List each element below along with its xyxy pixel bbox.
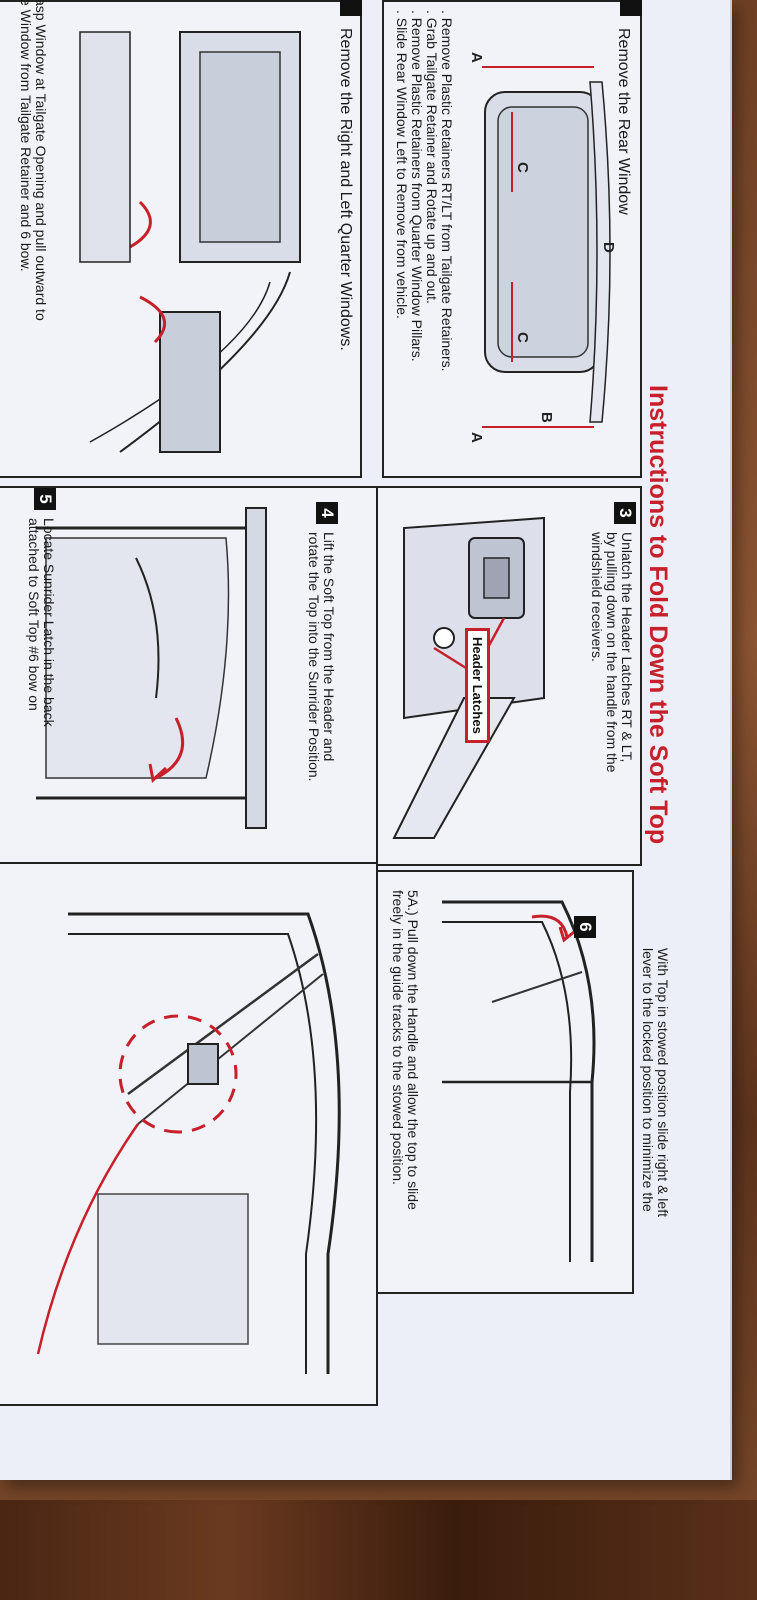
step4-line: Lift the Soft Top from the Header and (321, 532, 337, 762)
stowed-latch-diagram (36, 912, 341, 1374)
table-edge (0, 1500, 757, 1600)
header-latch-diagram (392, 516, 545, 839)
step5-number-badge: 5 (34, 488, 56, 510)
step5a-line: 5A.) Pull down the Handle and allow the … (405, 890, 421, 1210)
step3-line: by pulling down on the handle from the (604, 532, 620, 773)
step3-line: windshield receivers. (589, 532, 605, 662)
header-latches-callout: Header Latches (465, 628, 490, 743)
step1-line: . Slide Rear Window Left to Remove from … (394, 10, 410, 319)
step1-panel: Remove the Rear Window A A B C C D . Rem… (382, 0, 642, 478)
step1-line: . Grab Tailgate Retainer and Rotate up a… (424, 10, 440, 304)
rear-window-diagram: A A B C C D (468, 52, 617, 443)
step2-heading: Remove the Right and Left Quarter Window… (337, 28, 354, 351)
step2-line: asp Window at Tailgate Opening and pull … (33, 0, 49, 321)
step3-line: Unlatch the Header Latches RT & LT, (619, 532, 635, 763)
step5a-line: freely in the guide tracks to the stowed… (390, 890, 406, 1185)
diagram-letter-a-left: A (468, 52, 485, 63)
diagram-letter-d: D (600, 242, 617, 253)
step5-line: Locate Sunrider Latch in the back (41, 518, 57, 727)
rotated-page: Instructions to Fold Down the Soft Top R… (0, 0, 672, 1406)
step2-panel: Remove the Right and Left Quarter Window… (0, 0, 362, 478)
step4-number-badge: 4 (316, 502, 338, 524)
step1-line: . Remove Plastic Retainers from Quarter … (409, 10, 425, 362)
step5-line: attached to Soft Top #6 bow on (26, 518, 42, 711)
step3-panel: 3 Unlatch the Header Latches RT & LT, by… (374, 486, 642, 866)
step4-panel: 4 Lift the Soft Top from the Header and … (0, 486, 378, 866)
step2-line: e Window from Tailgate Retainer and 6 bo… (18, 0, 34, 272)
step5a-instructions: 5A.) Pull down the Handle and allow the … (390, 890, 421, 1210)
step5a-panel: 5A.) Pull down the Handle and allow the … (374, 870, 634, 1294)
step1-heading: Remove the Rear Window (615, 28, 632, 215)
step3-instructions: Unlatch the Header Latches RT & LT, by p… (589, 532, 635, 773)
step1-line: . Remove Plastic Retainers RT/LT from Ta… (439, 10, 455, 372)
step4-instructions: Lift the Soft Top from the Header and ro… (306, 532, 337, 782)
step1-instructions: . Remove Plastic Retainers RT/LT from Ta… (394, 10, 455, 372)
step6-number-badge: 6 (574, 916, 596, 938)
diagram-letter-b: B (538, 412, 555, 423)
step6-panel: 6 (0, 862, 596, 1406)
step1-number-badge (620, 0, 642, 16)
step2-instructions: asp Window at Tailgate Opening and pull … (18, 0, 49, 321)
diagram-letter-c-left: C (514, 162, 531, 173)
step3-number-badge: 3 (614, 502, 636, 524)
instruction-sheet: Instructions to Fold Down the Soft Top R… (0, 0, 732, 1480)
guide-track-diagram (442, 900, 596, 1262)
step4-line: rotate the Top into the Sunrider Positio… (306, 532, 322, 782)
quarter-window-diagram (79, 31, 301, 453)
step6-line: lever to the locked position to minimize… (640, 948, 656, 1212)
soft-top-lift-diagram (36, 507, 267, 829)
diagram-letter-c-right: C (514, 332, 531, 343)
step2-number-badge (340, 0, 362, 16)
diagram-letter-a-right: A (468, 432, 485, 443)
step5-instructions: Locate Sunrider Latch in the back attach… (26, 518, 57, 727)
step6-instructions: With Top in stowed position slide right … (640, 948, 671, 1217)
step6-line: With Top in stowed position slide right … (655, 948, 671, 1217)
document-title: Instructions to Fold Down the Soft Top (644, 385, 672, 845)
